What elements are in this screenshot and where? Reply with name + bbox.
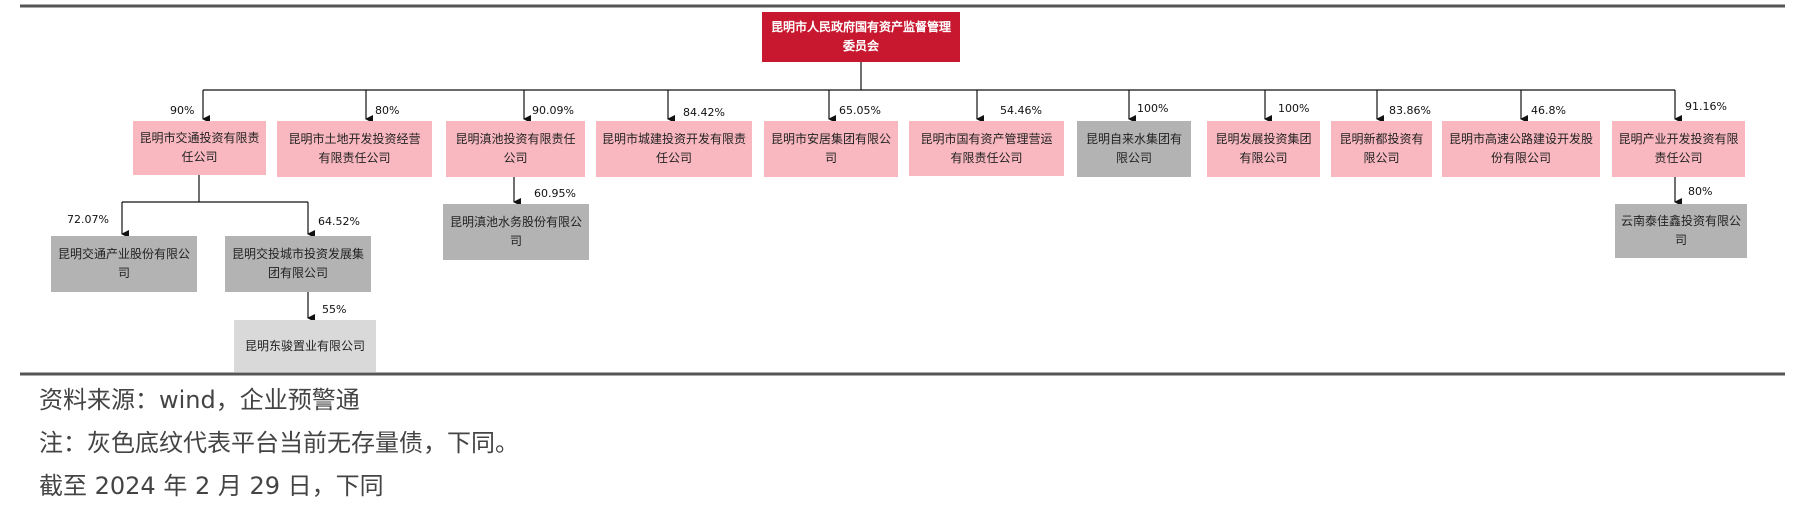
node-fazhan: 昆明发展投资集团有限公司 — [1207, 121, 1320, 177]
pct-dianchi-water: 60.95% — [534, 187, 576, 200]
pct-taijiaxin: 80% — [1688, 185, 1713, 198]
node-dongjun: 昆明东骏置业有限公司 — [234, 320, 376, 372]
node-jiaotou-city: 昆明交投城市投资发展集团有限公司 — [225, 236, 371, 292]
node-label: 昆明市交通投资有限责任公司 — [139, 131, 260, 164]
node-guozi: 昆明市国有资产管理营运有限责任公司 — [909, 121, 1064, 176]
pct-xindu: 83.86% — [1389, 104, 1431, 117]
node-industry: 昆明产业开发投资有限责任公司 — [1612, 121, 1745, 177]
node-label: 昆明发展投资集团有限公司 — [1215, 132, 1312, 165]
pct-jiaotong: 90% — [170, 104, 195, 117]
pct-jiaotou-city: 64.52% — [318, 215, 360, 228]
pct-chengjian: 84.42% — [683, 106, 725, 119]
pct-guozi: 54.46% — [1000, 104, 1042, 117]
node-taijiaxin: 云南泰佳鑫投资有限公司 — [1615, 204, 1747, 258]
footnote: 注：灰色底纹代表平台当前无存量债，下同。 — [39, 429, 519, 457]
node-chengjian: 昆明市城建投资开发有限责任公司 — [596, 121, 752, 177]
node-label: 昆明市安居集团有限公司 — [770, 132, 891, 165]
node-xindu: 昆明新都投资有限公司 — [1331, 121, 1432, 177]
node-anju: 昆明市安居集团有限公司 — [764, 121, 898, 177]
node-label: 昆明自来水集团有限公司 — [1085, 132, 1182, 165]
node-label: 昆明市国有资产管理营运有限责任公司 — [920, 131, 1053, 165]
node-label: 昆明产业开发投资有限责任公司 — [1618, 132, 1739, 165]
pct-dongjun: 55% — [322, 303, 347, 316]
pct-jiaotong-industry: 72.07% — [67, 213, 109, 226]
pct-industry: 91.16% — [1685, 100, 1727, 113]
node-label: 昆明交投城市投资发展集团有限公司 — [231, 247, 364, 280]
node-dianchi: 昆明滇池投资有限责任公司 — [446, 121, 585, 177]
node-dianchi-water: 昆明滇池水务股份有限公司 — [443, 204, 589, 260]
root-node: 昆明市人民政府国有资产监督管理委员会 — [762, 12, 960, 62]
node-label: 昆明市城建投资开发有限责任公司 — [602, 132, 747, 165]
node-label: 昆明市高速公路建设开发股份有限公司 — [1448, 132, 1593, 165]
node-highway: 昆明市高速公路建设开发股份有限公司 — [1442, 121, 1600, 177]
pct-land: 80% — [375, 104, 400, 117]
node-label: 云南泰佳鑫投资有限公司 — [1621, 214, 1742, 247]
node-land: 昆明市土地开发投资经营有限责任公司 — [277, 121, 432, 177]
node-water-group: 昆明自来水集团有限公司 — [1077, 121, 1191, 177]
node-label: 昆明东骏置业有限公司 — [244, 338, 365, 353]
node-label: 昆明滇池投资有限责任公司 — [455, 132, 576, 165]
pct-anju: 65.05% — [839, 104, 881, 117]
node-label: 昆明新都投资有限公司 — [1339, 132, 1424, 165]
root-label: 昆明市人民政府国有资产监督管理委员会 — [770, 20, 951, 53]
pct-dianchi: 90.09% — [532, 104, 574, 117]
pct-highway: 46.8% — [1531, 104, 1566, 117]
node-label: 昆明滇池水务股份有限公司 — [449, 215, 582, 248]
pct-fazhan: 100% — [1278, 102, 1310, 115]
source-note: 资料来源：wind，企业预警通 — [39, 386, 360, 414]
node-jiaotong-industry: 昆明交通产业股份有限公司 — [51, 236, 197, 292]
date-note: 截至 2024 年 2 月 29 日，下同 — [39, 472, 384, 500]
node-label: 昆明市土地开发投资经营有限责任公司 — [288, 132, 421, 165]
node-jiaotong: 昆明市交通投资有限责任公司 — [133, 121, 266, 175]
pct-water-group: 100% — [1137, 102, 1169, 115]
node-label: 昆明交通产业股份有限公司 — [57, 247, 190, 280]
